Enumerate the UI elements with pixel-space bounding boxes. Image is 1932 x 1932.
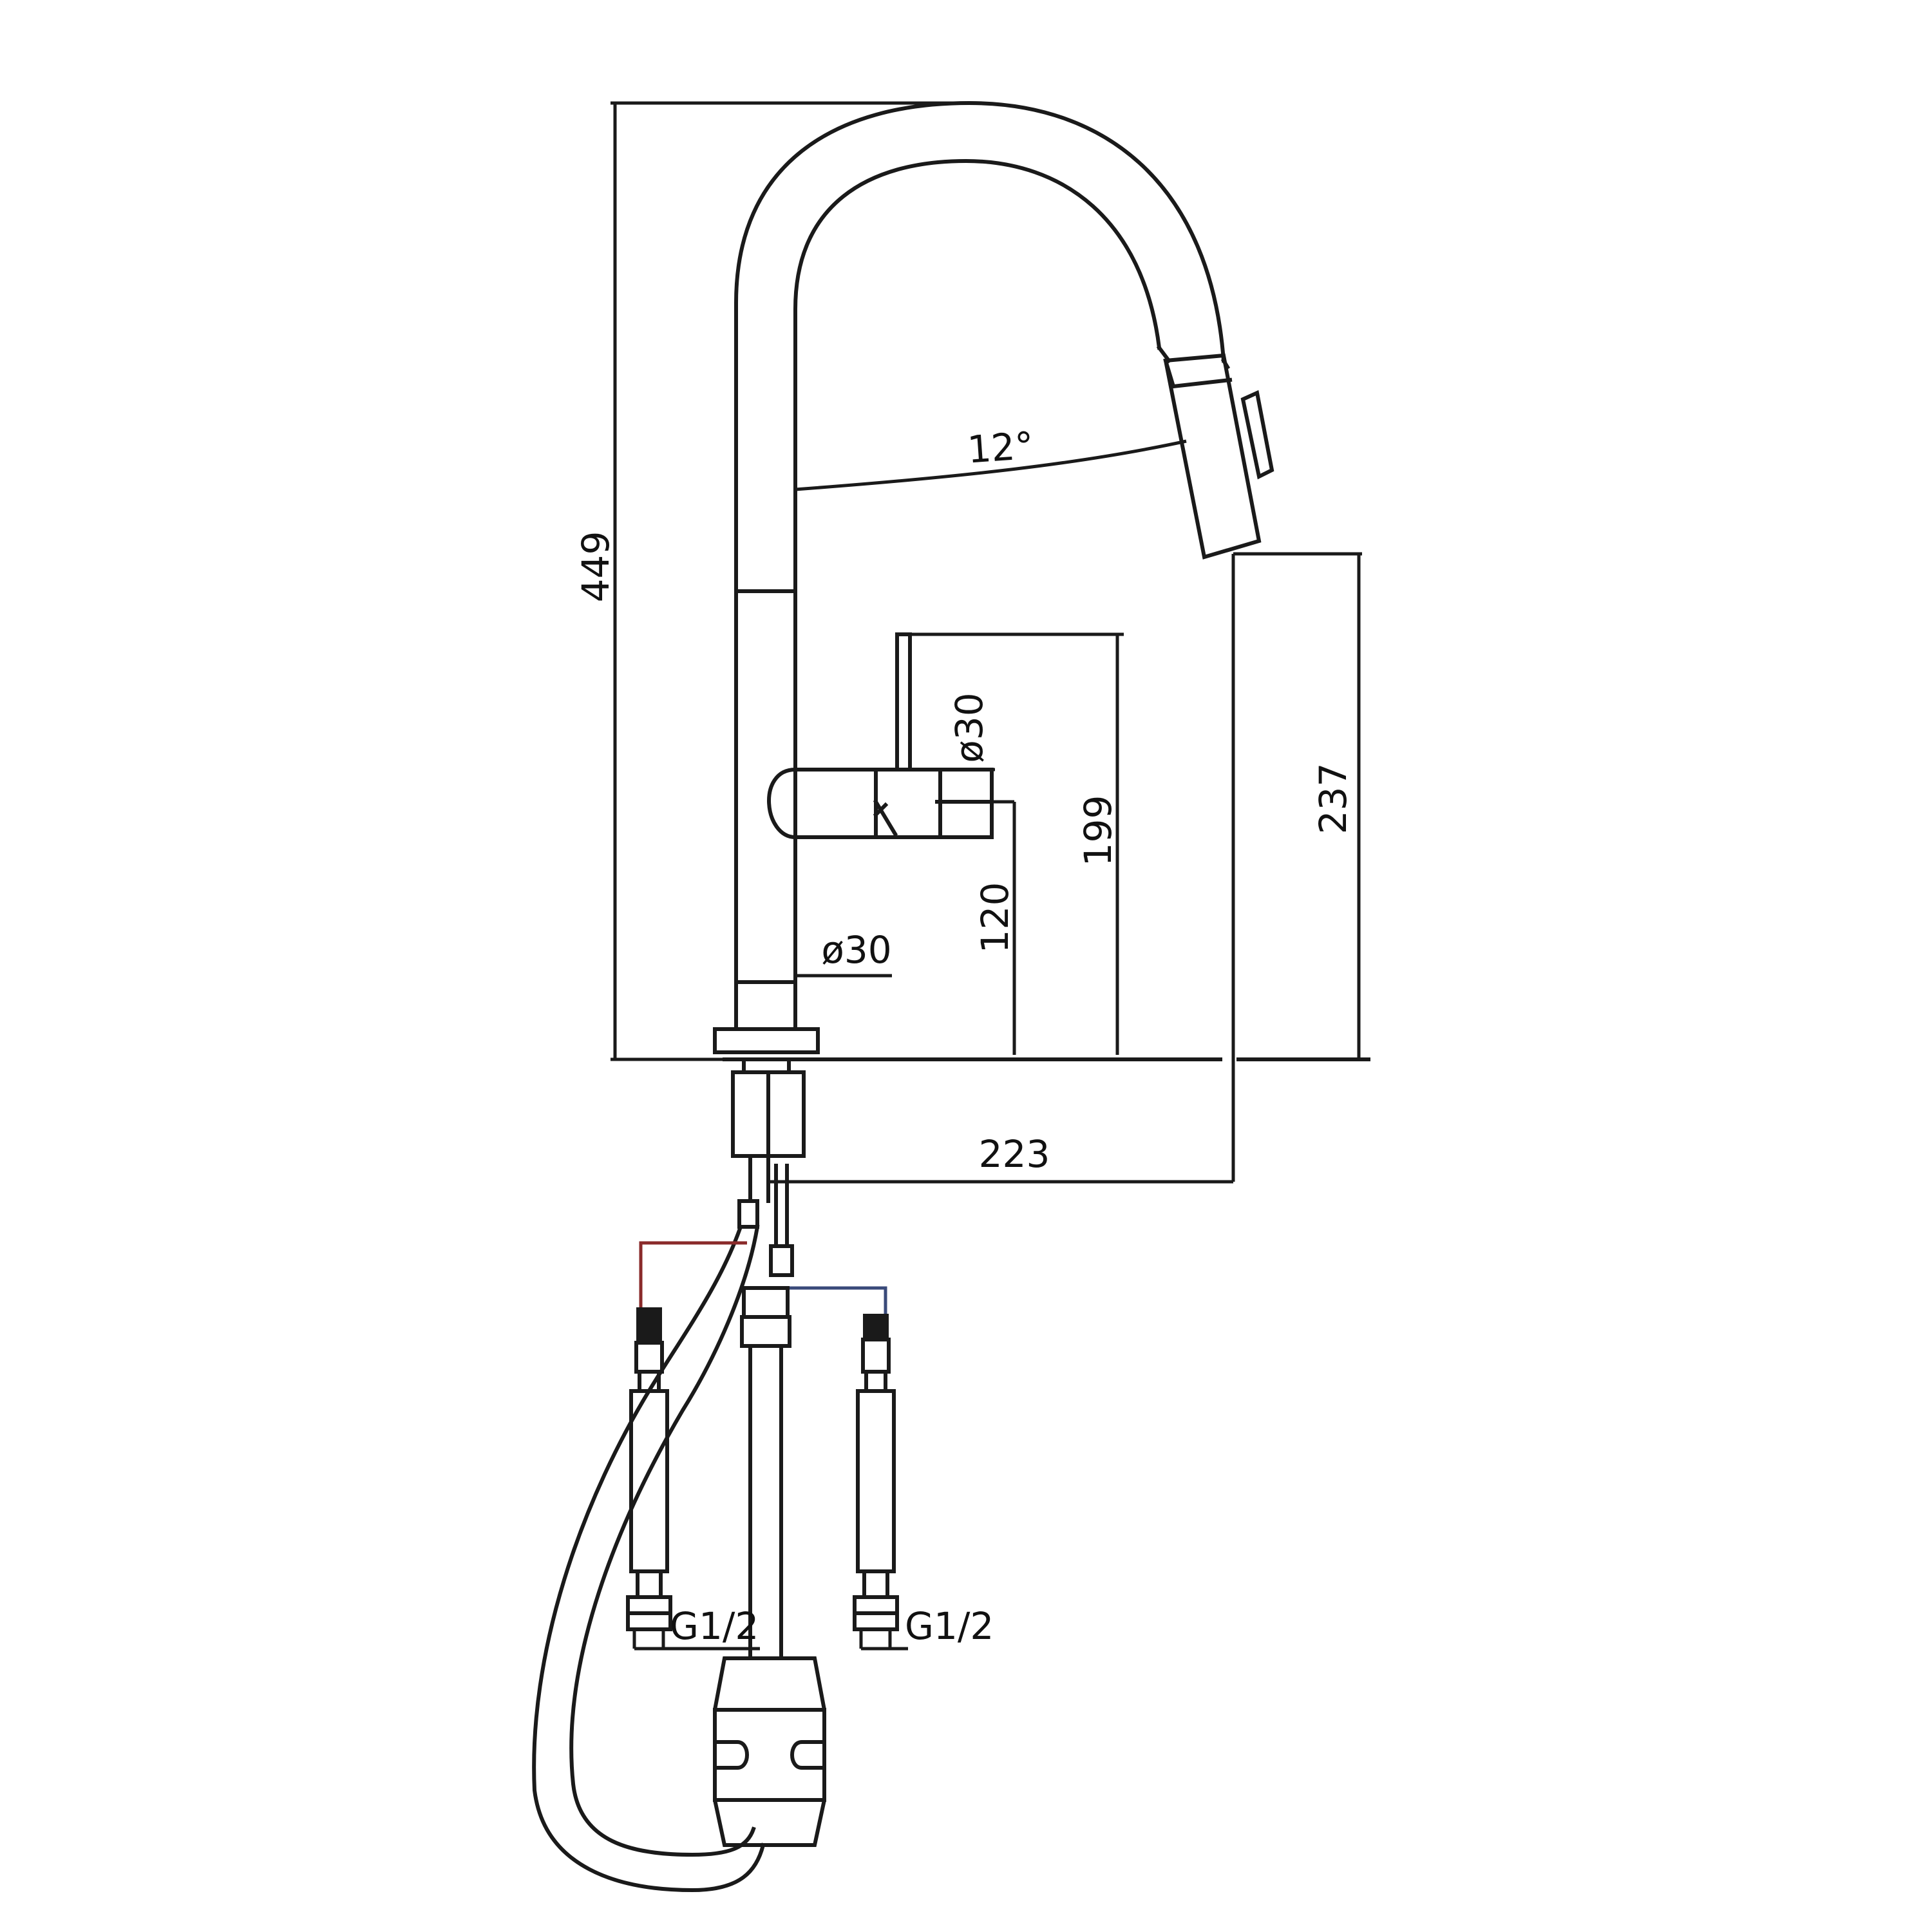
hot-inlet-hose <box>626 1241 760 1651</box>
cold-hose-connector-line <box>790 1286 887 1314</box>
label-handle-height: 120 <box>973 882 1017 954</box>
label-spout-angle: 12° <box>966 424 1035 472</box>
hose-weight <box>713 1656 826 1847</box>
label-body-diameter: ø30 <box>821 928 891 972</box>
pull-out-hose <box>532 1224 766 1893</box>
cold-inlet-hose <box>790 1286 908 1651</box>
label-reach: 223 <box>979 1132 1050 1176</box>
deck-base <box>713 1027 1370 1158</box>
label-outlet-height: 237 <box>1311 763 1355 835</box>
hot-inlet-cap <box>636 1307 662 1343</box>
supply-pipes <box>737 1154 794 1657</box>
lever-handle <box>767 632 994 840</box>
dimension-lever-height <box>910 632 1119 1055</box>
cold-inlet-cap <box>863 1314 889 1340</box>
faucet-spout <box>734 100 1274 588</box>
faucet-body <box>734 488 797 1031</box>
dimension-handle-diameter <box>908 632 1124 772</box>
label-hot-inlet-thread: G1/2 <box>670 1604 759 1648</box>
label-lever-height: 199 <box>1076 795 1120 867</box>
label-total-height: 449 <box>574 531 618 603</box>
label-handle-diameter: ø30 <box>947 692 991 762</box>
label-cold-inlet-thread: G1/2 <box>905 1604 994 1648</box>
dimension-outlet-height <box>1231 552 1362 1182</box>
dimension-handle-height <box>992 800 1016 1055</box>
dimension-total-height: 449 <box>574 101 969 1061</box>
hot-hose-connector-line <box>639 1241 747 1307</box>
